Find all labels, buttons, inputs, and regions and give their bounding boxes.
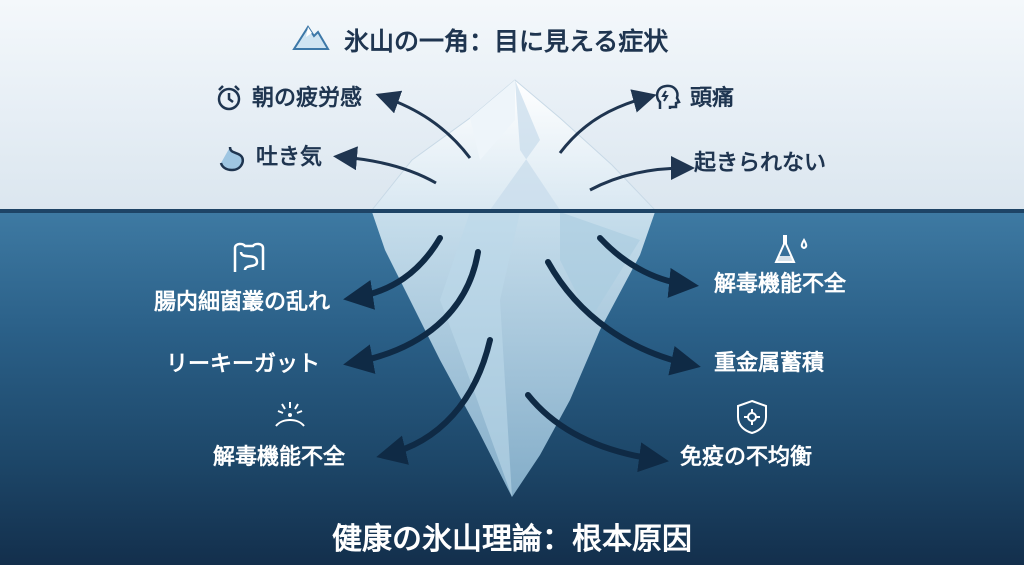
top-title: 氷山の一角：目に見える症状 [344,27,669,56]
alarm-clock-icon [214,83,244,117]
cause-heavy-metals: 重金属蓄積 [714,351,825,376]
shield-icon [735,399,769,439]
burst-icon [272,398,308,432]
mountain-icon [292,23,330,55]
cause-detox-right: 解毒機能不全 [714,272,847,297]
cause-detox-left: 解毒機能不全 [213,445,346,470]
symptom-arrows [333,89,695,192]
iceberg-tip [370,79,657,211]
iceberg-base [372,212,655,497]
bottom-title: 健康の氷山理論：根本原因 [332,522,692,557]
stomach-icon [218,144,248,178]
cause-immune-imbalance: 免疫の不均衡 [680,445,813,470]
intestine-icon [229,240,269,280]
cause-arrows [343,235,701,473]
water-line [0,209,1024,213]
symptom-cant-wake: 起きられない [694,151,827,176]
head-pain-icon [652,82,682,116]
symptom-fatigue: 朝の疲労感 [252,86,363,111]
flask-icon [772,232,812,270]
cause-dysbiosis: 腸内細菌叢の乱れ [154,290,331,315]
symptom-headache: 頭痛 [690,86,735,111]
cause-leaky-gut: リーキーガット [166,352,321,377]
symptom-nausea: 吐き気 [256,145,323,170]
